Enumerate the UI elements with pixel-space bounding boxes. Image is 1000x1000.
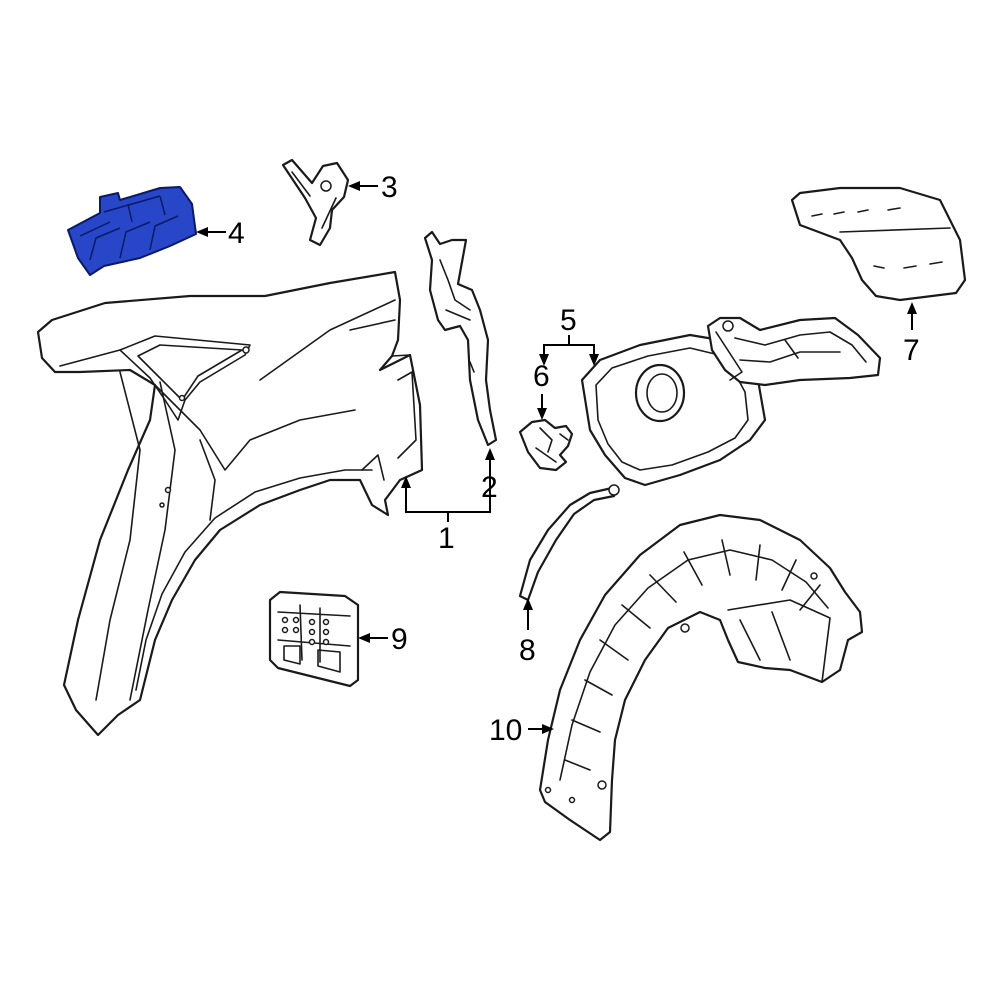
part-3-hole bbox=[320, 180, 332, 192]
callout-8-arrow bbox=[523, 598, 533, 610]
part-3-bracket[interactable] bbox=[281, 158, 350, 247]
part-10-back-panel bbox=[727, 599, 831, 683]
part-7-slots bbox=[811, 207, 943, 269]
callout-7[interactable]: 7 bbox=[903, 302, 920, 367]
callout-5-bracket bbox=[543, 344, 595, 355]
part-10-inner-lip bbox=[559, 549, 829, 781]
part-6-detail bbox=[535, 427, 569, 463]
part-5-hinge bbox=[722, 320, 734, 332]
part-2-body bbox=[423, 230, 498, 447]
part-10-fasteners bbox=[544, 572, 818, 804]
callout-6[interactable]: 6 bbox=[533, 360, 550, 420]
part-6-actuator[interactable] bbox=[518, 418, 574, 472]
part-10-liner[interactable] bbox=[538, 513, 864, 842]
part-3-detail bbox=[291, 171, 337, 229]
callout-2[interactable]: 2 bbox=[481, 448, 498, 504]
callout-9[interactable]: 9 bbox=[358, 623, 408, 656]
part-8-tube bbox=[518, 486, 616, 602]
quarter-panel-hole-c bbox=[178, 394, 186, 402]
quarter-panel[interactable] bbox=[36, 270, 424, 737]
callout-10[interactable]: 10 bbox=[489, 714, 554, 747]
part-5-housing-inner bbox=[595, 347, 749, 471]
part-5-filler-inner bbox=[646, 373, 678, 413]
callout-6-label: 6 bbox=[533, 360, 550, 393]
part-9-body bbox=[268, 590, 360, 688]
callout-9-arrow bbox=[358, 633, 370, 643]
part-4-ribs bbox=[79, 195, 179, 261]
callout-4-arrow bbox=[196, 227, 208, 237]
part-9-holes bbox=[281, 616, 330, 646]
part-5-fuel-door[interactable] bbox=[580, 316, 882, 487]
part-2-detail bbox=[439, 259, 475, 373]
part-7-body bbox=[790, 186, 967, 302]
callout-5-arrow-right bbox=[589, 354, 599, 366]
callout-1[interactable]: 1 bbox=[401, 460, 491, 555]
quarter-panel-window bbox=[119, 335, 251, 421]
callout-8[interactable]: 8 bbox=[519, 598, 536, 667]
callout-3[interactable]: 3 bbox=[348, 171, 398, 204]
part-10-ribs bbox=[564, 539, 821, 771]
part-4-highlighted[interactable] bbox=[67, 186, 197, 276]
callout-1-label: 1 bbox=[438, 522, 455, 555]
callout-1-arrow bbox=[401, 476, 411, 488]
part-9-cover[interactable] bbox=[268, 590, 360, 688]
callout-10-label: 10 bbox=[489, 714, 522, 747]
quarter-panel-hole-a bbox=[164, 486, 172, 494]
part-8-hose[interactable] bbox=[518, 484, 620, 602]
callout-6-arrow bbox=[537, 408, 547, 420]
callout-3-arrow bbox=[348, 181, 360, 191]
callout-4-label: 4 bbox=[228, 217, 245, 250]
callout-7-label: 7 bbox=[903, 334, 920, 367]
quarter-panel-rear-bracket bbox=[361, 354, 421, 481]
callout-7-arrow bbox=[907, 302, 917, 314]
part-8-end bbox=[608, 484, 620, 496]
quarter-panel-arch-lip bbox=[135, 469, 373, 691]
part-6-body bbox=[518, 418, 574, 472]
callout-2-label: 2 bbox=[481, 471, 498, 504]
callout-5[interactable]: 5 bbox=[539, 304, 599, 366]
callout-9-label: 9 bbox=[391, 623, 408, 656]
quarter-panel-character-lines bbox=[59, 299, 396, 701]
callout-5-arrow-left bbox=[539, 354, 549, 366]
quarter-panel-outline bbox=[36, 270, 424, 737]
callout-4[interactable]: 4 bbox=[196, 217, 245, 250]
part-2-bracket[interactable] bbox=[423, 230, 498, 447]
part-4-body bbox=[67, 186, 197, 276]
callout-8-label: 8 bbox=[519, 634, 536, 667]
quarter-panel-hole-d bbox=[242, 346, 250, 354]
part-5-door-inner bbox=[734, 331, 867, 363]
callout-5-label: 5 bbox=[560, 304, 577, 337]
callout-3-label: 3 bbox=[381, 171, 398, 204]
part-5-hinge-arm bbox=[715, 331, 743, 381]
part-9-pockets bbox=[283, 645, 341, 673]
quarter-panel-window-inner bbox=[137, 344, 243, 401]
callout-2-arrow bbox=[485, 448, 495, 460]
part-7-panel[interactable] bbox=[790, 186, 967, 302]
quarter-panel-hole-b bbox=[159, 502, 165, 508]
part-7-crease bbox=[839, 227, 951, 233]
callout-10-arrow bbox=[542, 724, 554, 734]
